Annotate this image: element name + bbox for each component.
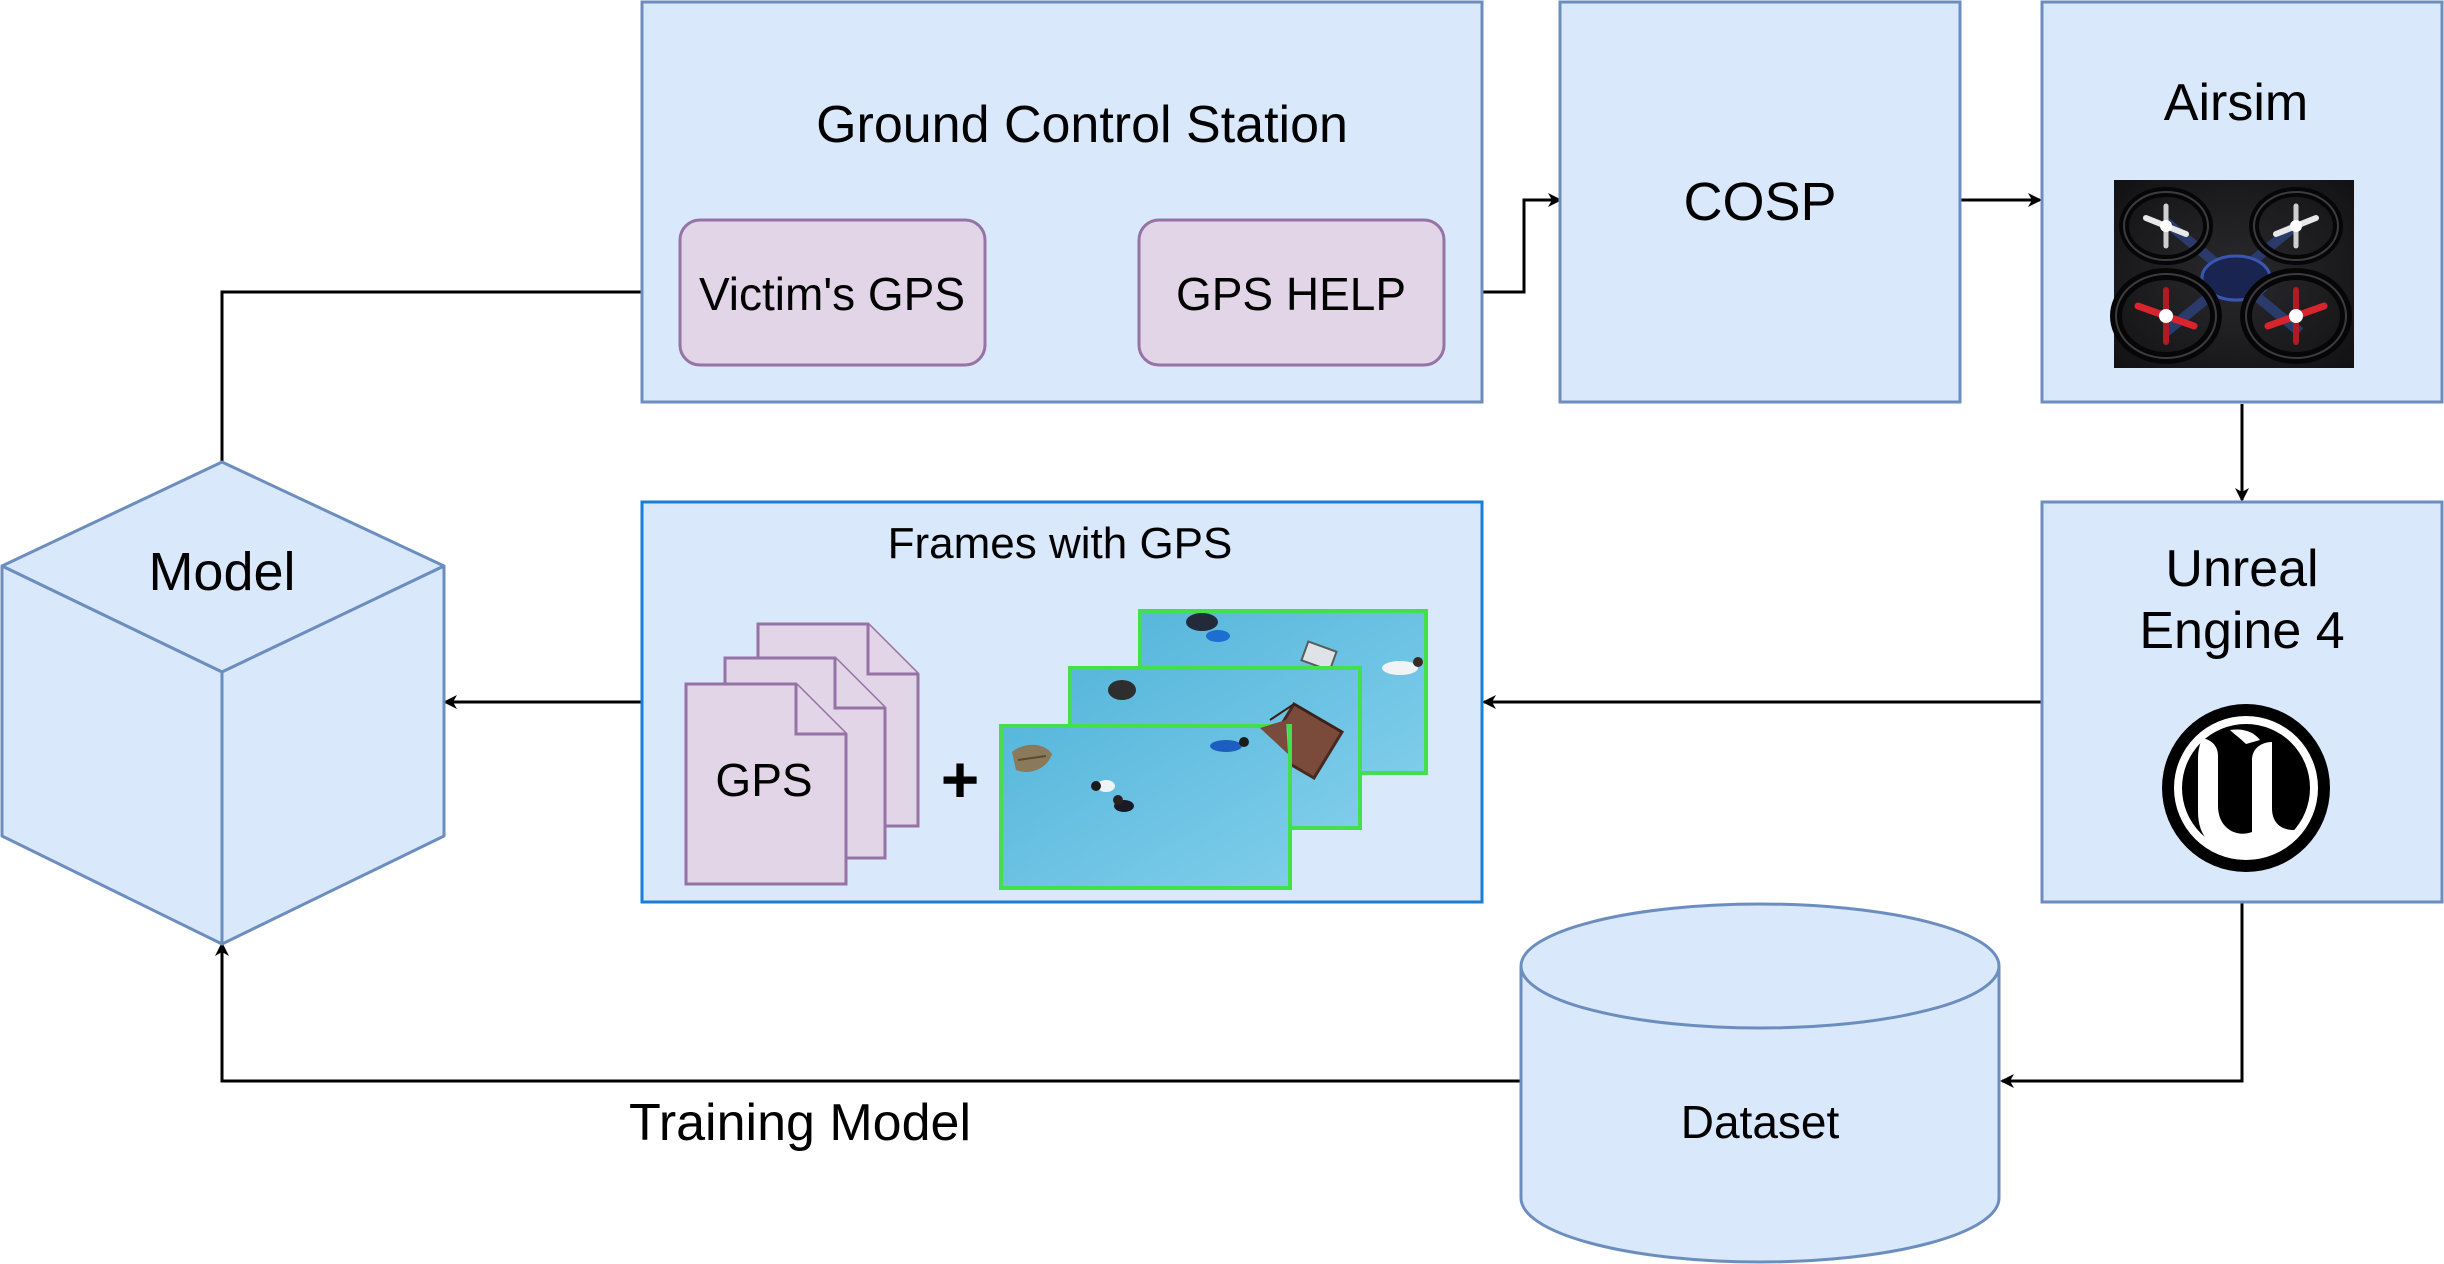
edge-model-to-victims-gps bbox=[220, 285, 680, 462]
unreal-engine-box: Unreal Engine 4 bbox=[2040, 500, 2444, 904]
victims-gps-label: Victim's GPS bbox=[699, 268, 965, 320]
gps-help-label: GPS HELP bbox=[1176, 268, 1406, 320]
connectors bbox=[215, 193, 2249, 1088]
model-label: Model bbox=[148, 542, 295, 602]
gps-help-box: GPS HELP bbox=[1137, 218, 1446, 367]
training-model-label: Training Model bbox=[629, 1094, 971, 1152]
quadcopter-drone-icon bbox=[2110, 180, 2354, 368]
cosp-label: COSP bbox=[1683, 172, 1836, 232]
gps-document-label: GPS bbox=[715, 754, 812, 806]
unreal-engine-logo-icon bbox=[2162, 704, 2330, 872]
aerial-frame-front bbox=[999, 720, 1292, 890]
edge-gps-help-to-cosp bbox=[1444, 193, 1562, 294]
edge-dataset-to-model-training bbox=[215, 942, 1521, 1083]
frames-with-gps-box: Frames with GPS GPS + bbox=[640, 500, 1484, 904]
aerial-frame-stack-icon bbox=[999, 609, 1428, 890]
victims-gps-box: Victim's GPS bbox=[678, 218, 987, 367]
edge-unreal-to-dataset bbox=[2000, 902, 2244, 1088]
dataset-label: Dataset bbox=[1681, 1096, 1840, 1148]
unreal-engine-line1: Unreal bbox=[2165, 540, 2318, 598]
airsim-title: Airsim bbox=[2164, 74, 2308, 132]
dataset-cylinder bbox=[1519, 902, 2001, 1264]
ground-control-station-title: Ground Control Station bbox=[816, 96, 1348, 154]
airsim-box: Airsim bbox=[2040, 0, 2444, 404]
ground-control-station-box: Ground Control Station Victim's GPS GPS … bbox=[640, 0, 1484, 404]
gps-document-stack-icon bbox=[684, 622, 920, 886]
frames-with-gps-title: Frames with GPS bbox=[888, 519, 1233, 568]
model-cube bbox=[0, 460, 446, 946]
cosp-box: COSP bbox=[1558, 0, 1962, 404]
plus-sign: + bbox=[941, 742, 980, 816]
unreal-engine-line2: Engine 4 bbox=[2139, 602, 2344, 660]
